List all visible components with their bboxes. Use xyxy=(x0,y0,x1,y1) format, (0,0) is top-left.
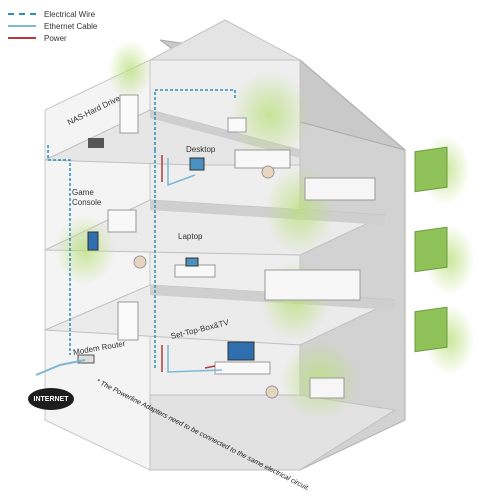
bed xyxy=(264,269,361,301)
picture-frame xyxy=(227,117,247,133)
house-gable xyxy=(149,19,301,61)
laptop-icon xyxy=(185,257,199,267)
person-gamer xyxy=(133,255,147,269)
electrical-wire-swatch xyxy=(8,13,36,15)
ethernet-cable-path xyxy=(167,158,196,187)
power-line-path xyxy=(204,365,216,369)
sofa xyxy=(304,177,376,201)
glow xyxy=(55,215,115,285)
glow xyxy=(230,70,310,160)
power-swatch xyxy=(8,37,36,39)
person-desktop xyxy=(261,165,275,179)
tv-screen xyxy=(227,341,255,361)
armchair xyxy=(309,377,345,399)
desk xyxy=(234,149,291,169)
wiring xyxy=(35,89,236,376)
legend-label: Ethernet Cable xyxy=(44,21,98,31)
room-label-game-console-2: Console xyxy=(72,198,102,207)
side-windows xyxy=(414,146,448,353)
internet-cloud: INTERNET xyxy=(28,388,74,410)
ethernet-cable-swatch xyxy=(8,25,36,27)
nas-cabinet xyxy=(119,94,139,134)
window xyxy=(414,146,448,193)
ethernet-cable-path xyxy=(35,359,86,376)
window xyxy=(414,306,448,353)
glow xyxy=(108,40,152,100)
electrical-wire-path xyxy=(154,89,236,150)
furniture xyxy=(77,94,376,399)
room-label-laptop: Laptop xyxy=(178,232,203,241)
modem-cabinet xyxy=(117,301,139,341)
window xyxy=(414,226,448,273)
electrical-wire-path xyxy=(47,145,71,355)
room-label-game-console-1: Game xyxy=(72,188,94,197)
room-label-desktop: Desktop xyxy=(186,145,216,154)
legend-label: Power xyxy=(44,33,67,43)
legend-item-electrical: Electrical Wire xyxy=(8,8,118,20)
ethernet-cable-path xyxy=(167,345,223,373)
legend-item-power: Power xyxy=(8,32,118,44)
laptop-desk xyxy=(174,264,216,278)
tv-cabinet xyxy=(214,361,271,375)
monitor-icon xyxy=(189,157,205,171)
console-icon xyxy=(87,231,99,251)
legend: Electrical Wire Ethernet Cable Power xyxy=(8,8,118,44)
nas-device-icon xyxy=(88,138,104,148)
internet-label: INTERNET xyxy=(33,395,69,403)
person-dancing xyxy=(265,385,279,399)
legend-label: Electrical Wire xyxy=(44,9,96,19)
router-icon xyxy=(77,354,95,364)
floor-ground xyxy=(149,394,397,471)
tv-stand xyxy=(107,209,137,233)
legend-item-ethernet: Ethernet Cable xyxy=(8,20,118,32)
